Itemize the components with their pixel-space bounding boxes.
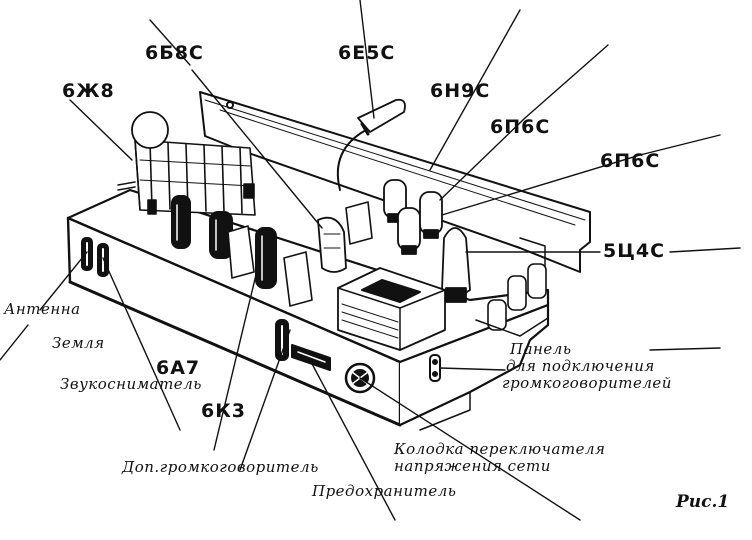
label-6zh8: 6Ж8	[62, 80, 115, 102]
label-panel-2: для подключения	[506, 357, 655, 375]
label-6b8s: 6Б8С	[145, 42, 204, 64]
electrolytic-capacitors	[475, 263, 549, 337]
label-ext-speaker: Доп.громкоговоритель	[122, 458, 319, 476]
label-panel-1: Панель	[510, 340, 572, 358]
fuse-holder	[291, 344, 331, 371]
label-6n9s: 6Н9С	[430, 80, 491, 102]
label-switch-2: напряжения сети	[394, 457, 551, 475]
tube-6p6s-left	[397, 207, 421, 255]
tube-6k3	[255, 227, 277, 289]
tube-6b8s	[317, 216, 347, 273]
chassis-box	[66, 188, 550, 431]
label-switch-1: Колодка переключателя	[394, 440, 606, 458]
dial-panel	[199, 91, 591, 273]
tube-5ts4s	[441, 227, 471, 303]
label-ground: Земля	[52, 334, 105, 352]
label-fuse: Предохранитель	[312, 482, 457, 500]
label-6a7: 6А7	[156, 357, 201, 379]
label-6k3: 6К3	[201, 400, 246, 422]
label-5ts4s: 5Ц4С	[603, 240, 666, 262]
component-boxes	[227, 201, 373, 307]
power-transformer	[337, 267, 446, 351]
tube-6a7	[209, 211, 233, 259]
pickup-socket	[97, 243, 109, 277]
tube-6zh8	[171, 195, 191, 249]
tuning-capacitor	[117, 111, 256, 216]
label-panel-3: громкоговорителей	[502, 374, 672, 392]
label-6p6s-b: 6П6С	[600, 150, 661, 172]
figure-caption: Рис.1	[676, 492, 730, 512]
tube-6p6s-right	[419, 191, 443, 239]
label-6e5s: 6Е5С	[338, 42, 396, 64]
antenna-socket	[81, 237, 93, 271]
leader-lines	[0, 0, 741, 521]
label-antenna: Антенна	[4, 300, 81, 318]
ext-speaker-socket	[275, 319, 289, 361]
tube-6e5s	[336, 98, 406, 191]
label-6p6s-a: 6П6С	[490, 116, 551, 138]
label-pickup: Звукосниматель	[60, 375, 202, 393]
